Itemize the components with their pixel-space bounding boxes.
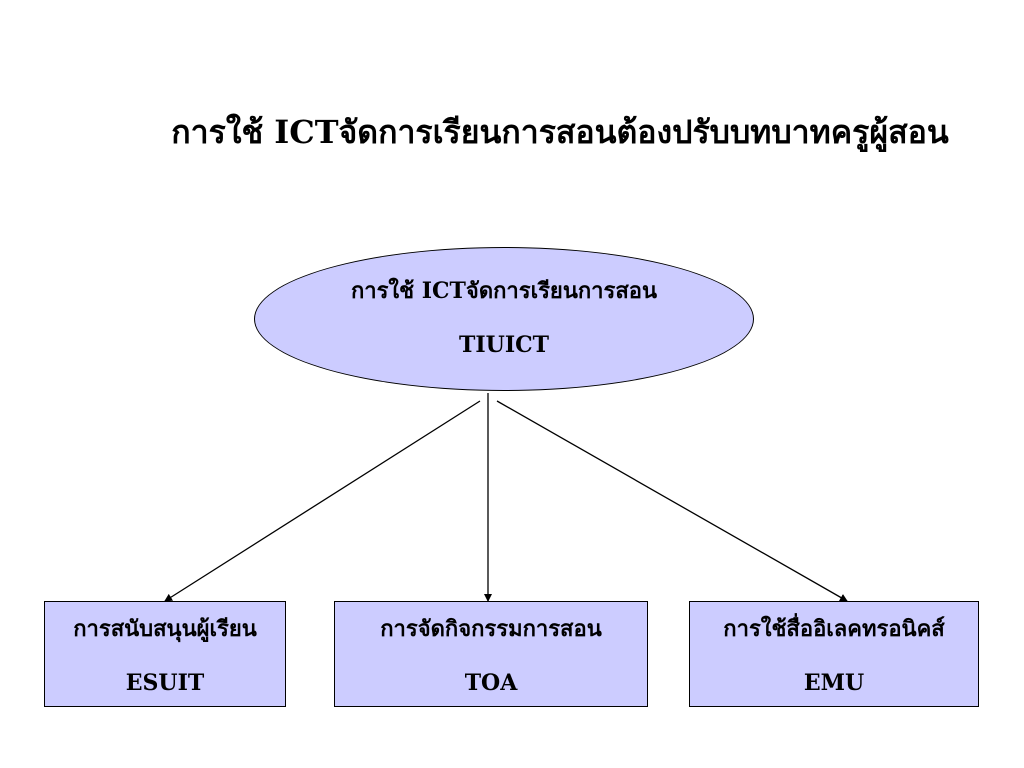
child-node-label: การใช้สื่ออิเลคทรอนิคส์: [723, 616, 945, 642]
root-node-label: การใช้ ICTจัดการเรียนการสอน: [350, 278, 658, 304]
child-node-code: EMU: [803, 670, 865, 696]
child-node-code: ESUIT: [125, 670, 205, 696]
root-node-tiuict: การใช้ ICTจัดการเรียนการสอน TIUICT: [254, 247, 754, 391]
child-node-esuit: การสนับสนุนผู้เรียน ESUIT: [44, 601, 286, 707]
slide-title: การใช้ ICTจัดการเรียนการสอนต้องปรับบทบาท…: [171, 113, 949, 151]
arrow-to-esuit: [164, 400, 481, 602]
child-node-label: การสนับสนุนผู้เรียน: [73, 616, 257, 642]
child-node-label: การจัดกิจกรรมการสอน: [380, 616, 602, 642]
arrow-to-emu: [496, 400, 848, 602]
child-node-emu: การใช้สื่ออิเลคทรอนิคส์ EMU: [689, 601, 979, 707]
child-node-code: TOA: [464, 670, 518, 696]
child-node-toa: การจัดกิจกรรมการสอน TOA: [334, 601, 648, 707]
root-node-code: TIUICT: [458, 332, 550, 358]
